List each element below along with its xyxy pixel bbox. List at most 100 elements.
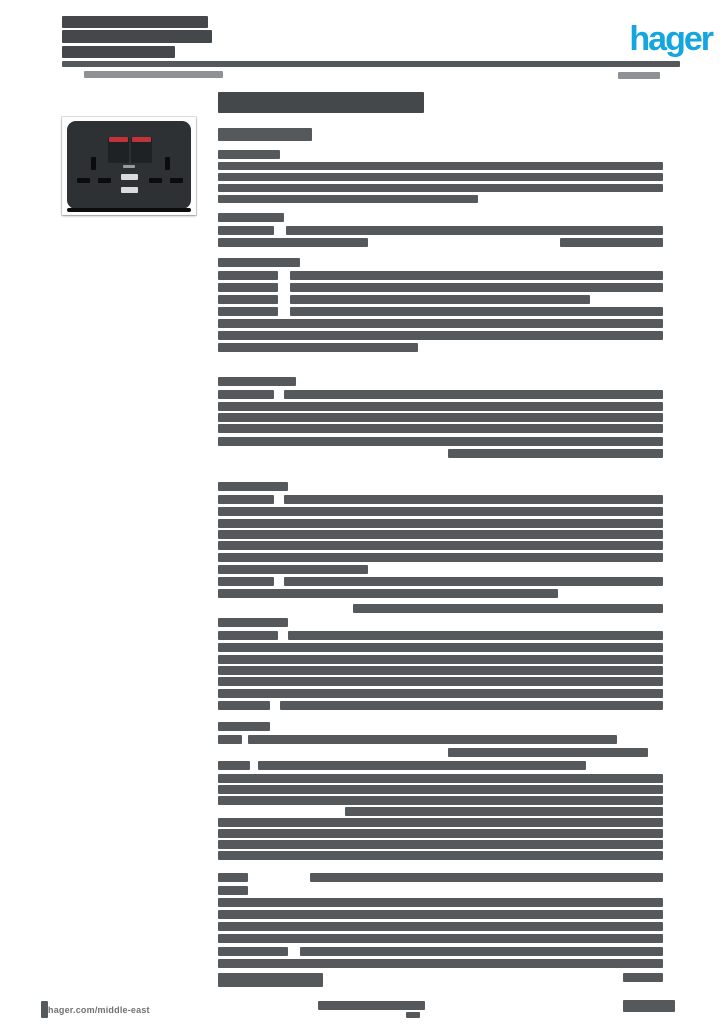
redacted-text-bar [218,495,274,504]
redacted-text-bar [218,973,323,987]
redacted-text-bar [218,173,663,181]
redacted-text-bar [218,402,663,411]
redacted-text-bar [218,507,663,516]
redacted-text-bar [218,785,663,794]
photo-shadow [67,208,191,212]
redacted-text-bar [218,283,278,292]
redacted-text-bar [218,643,663,652]
socket-faceplate [67,121,191,209]
redacted-text-bar [41,1001,48,1018]
redacted-text-bar [218,437,663,446]
redacted-text-bar [345,807,663,816]
redacted-text-bar [218,631,278,640]
redacted-text-bar [218,898,663,907]
usb-port-bottom [121,187,138,193]
redacted-text-bar [218,735,242,744]
earth-slot-left [91,157,96,170]
redacted-text-bar [218,577,274,586]
hager-logo-text: hager [629,20,714,58]
redacted-text-bar [218,922,663,931]
redacted-text-bar [218,195,478,203]
redacted-text-bar [290,271,663,280]
redacted-text-bar [218,413,663,422]
redacted-text-bar [218,959,663,968]
redacted-text-bar [290,295,590,304]
redacted-text-bar [318,1001,425,1010]
redacted-text-bar [218,150,280,159]
footer-website-text: hager.com/middle-east [48,1004,150,1015]
rocker-indicator-right [132,137,151,142]
redacted-text-bar [284,495,663,504]
redacted-text-bar [218,226,274,235]
rocker-indicator-left [109,137,128,142]
redacted-text-bar [218,271,278,280]
redacted-text-bar [218,761,250,770]
redacted-text-bar [218,390,274,399]
redacted-text-bar [218,873,248,882]
redacted-text-bar [290,307,663,316]
redacted-text-bar [218,184,663,192]
redacted-text-bar [218,319,663,328]
redacted-text-bar [62,61,680,67]
redacted-text-bar [448,449,663,458]
redacted-text-bar [218,565,368,574]
usb-label-mark [123,165,135,168]
neutral-slot-left [98,178,111,183]
redacted-text-bar [218,162,663,170]
redacted-text-bar [560,238,663,247]
redacted-text-bar [62,46,175,58]
redacted-text-bar [218,618,288,627]
product-photo [62,117,196,215]
rocker-switch-left [108,137,129,163]
redacted-text-bar [280,701,663,710]
redacted-text-bar [218,829,663,838]
redacted-text-bar [218,482,288,491]
redacted-text-bar [218,530,663,539]
redacted-text-bar [618,72,660,79]
footer-website-link[interactable]: hager.com/middle-east [48,1001,188,1018]
redacted-text-bar [300,947,663,956]
redacted-text-bar [218,677,663,686]
redacted-text-bar [623,1000,675,1012]
neutral-slot-right [170,178,183,183]
earth-slot-right [165,157,170,170]
redacted-text-bar [310,873,663,882]
redacted-text-bar [62,16,208,28]
redacted-text-bar [84,71,223,78]
redacted-text-bar [218,886,248,895]
redacted-text-bar [248,735,617,744]
redacted-text-bar [218,519,663,528]
redacted-text-bar [218,910,663,919]
redacted-text-bar [218,701,270,710]
redacted-text-bar [218,851,663,860]
usb-port-top [121,174,138,180]
redacted-text-bar [218,689,663,698]
redacted-text-bar [218,92,424,113]
redacted-text-bar [218,295,278,304]
redacted-text-bar [218,424,663,433]
redacted-text-bar [286,226,663,235]
redacted-text-bar [258,761,586,770]
redacted-text-bar [218,553,663,562]
redacted-text-bar [290,283,663,292]
redacted-text-bar [284,390,663,399]
redacted-text-bar [62,30,212,43]
redacted-text-bar [288,631,663,640]
redacted-text-bar [218,213,284,222]
redacted-text-bar [218,934,663,943]
redacted-text-bar [284,577,663,586]
redacted-text-bar [218,258,300,267]
redacted-text-bar [218,589,558,598]
redacted-text-bar [406,1012,420,1018]
redacted-text-bar [353,604,663,613]
redacted-text-bar [218,343,418,352]
redacted-text-bar [218,774,663,783]
redacted-text-bar [218,128,312,141]
redacted-text-bar [218,796,663,805]
redacted-text-bar [218,840,663,849]
redacted-text-bar [218,655,663,664]
redacted-text-bar [218,377,296,386]
live-slot-right [149,178,162,183]
redacted-text-bar [218,331,663,340]
